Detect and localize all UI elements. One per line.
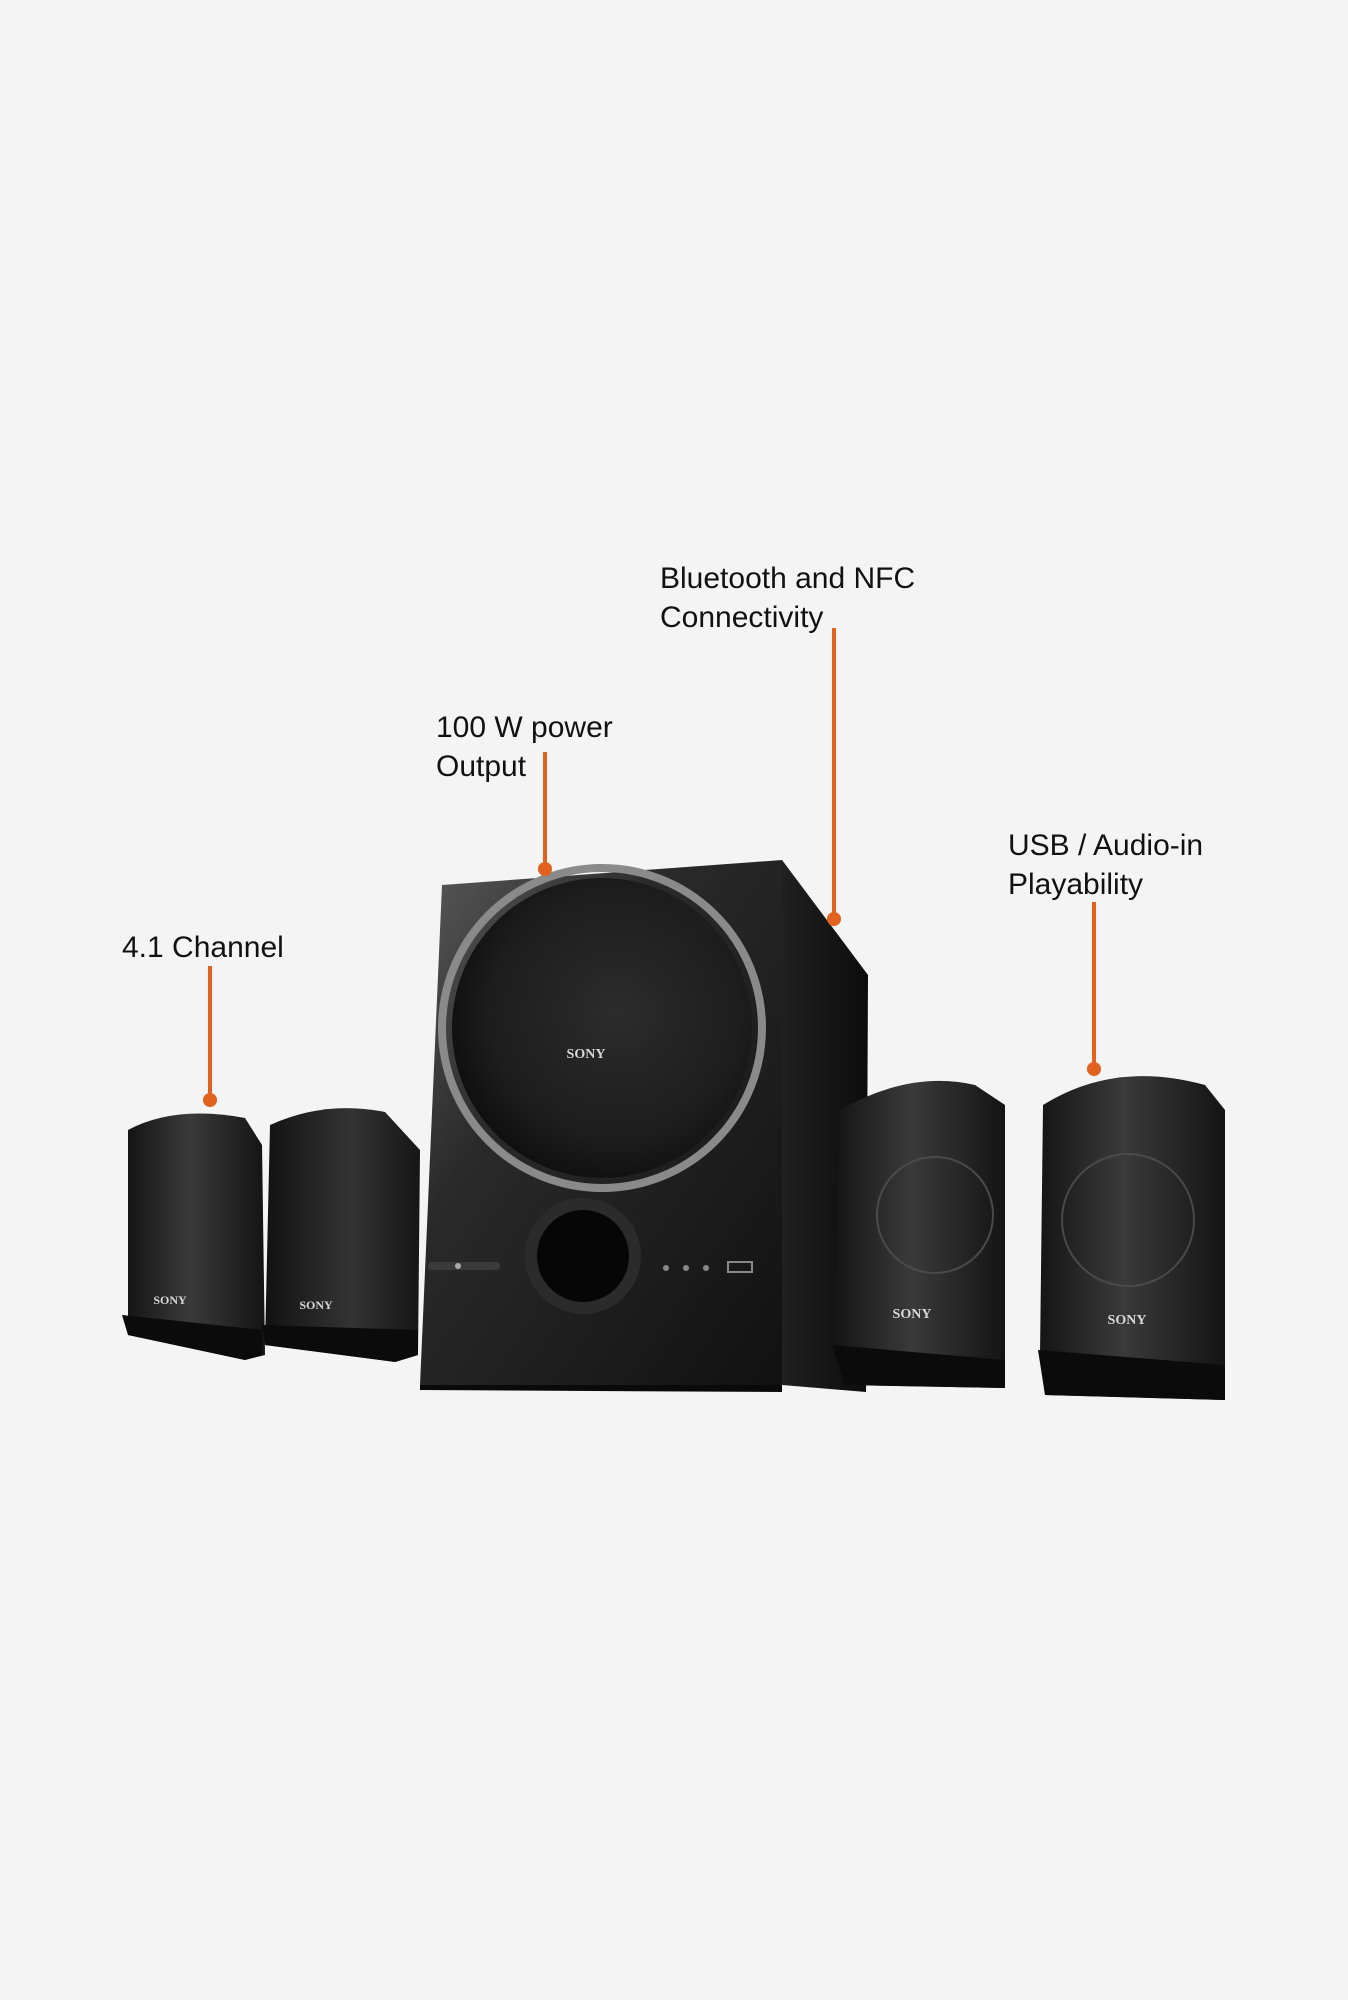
callout-4-1-channel-line1: 4.1 Channel [122, 931, 284, 964]
sony-logo: SONY [299, 1298, 333, 1312]
leader-dot-bluetooth [827, 912, 841, 926]
callout-usb-audio-in-line2: Playability [1008, 868, 1144, 901]
leader-line-channel [208, 966, 212, 1098]
callout-4-1-channel: 4.1 Channel [122, 928, 284, 967]
sony-logo: SONY [893, 1307, 932, 1322]
brand-logos: SONY SONY SONY SONY SONY [153, 1047, 1146, 1328]
sony-logo: SONY [567, 1047, 606, 1062]
leader-dot-power [538, 862, 552, 876]
callout-usb-audio-in: USB / Audio-in Playability [1008, 826, 1203, 904]
subwoofer [420, 860, 868, 1392]
subwoofer-control-panel [428, 1261, 753, 1273]
callout-bluetooth-nfc-line2: Connectivity [660, 601, 824, 634]
leader-line-bluetooth [832, 628, 836, 918]
callout-100w-power-line2: Output [436, 750, 527, 783]
callout-bluetooth-nfc-line1: Bluetooth and NFC [660, 562, 916, 595]
satellite-speaker-left-outer [122, 1113, 265, 1360]
callout-usb-audio-in-line1: USB / Audio-in [1008, 829, 1204, 862]
leader-line-power [543, 752, 547, 868]
satellite-speaker-left-inner [262, 1108, 420, 1362]
callout-bluetooth-nfc: Bluetooth and NFC Connectivity [660, 559, 915, 637]
callout-100w-power: 100 W power Output [436, 708, 613, 786]
leader-dot-channel [203, 1093, 217, 1107]
sony-logo: SONY [1108, 1313, 1147, 1328]
leader-dot-usb [1087, 1062, 1101, 1076]
satellite-speaker-right-outer [1038, 1076, 1225, 1400]
leader-line-usb [1092, 902, 1096, 1068]
satellite-speaker-right-inner [832, 1080, 1005, 1388]
callout-100w-power-line1: 100 W power [436, 711, 613, 744]
sony-logo: SONY [153, 1293, 187, 1307]
